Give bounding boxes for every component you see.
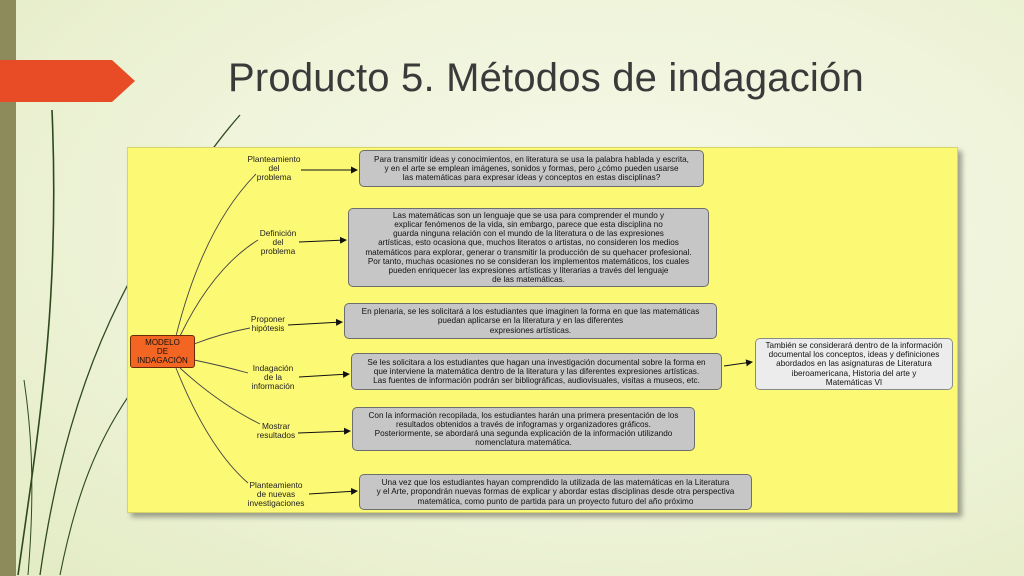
branch-label-hipotesis: Proponer hipótesis xyxy=(250,314,286,333)
branch-label-nuevas-investigaciones: Planteamiento de nuevas investigaciones xyxy=(247,480,305,508)
branch-box-indagacion: Se les solicitara a los estudiantes que … xyxy=(351,353,722,390)
slide-title: Producto 5. Métodos de indagación xyxy=(228,56,864,100)
extra-note-box: También se considerará dentro de la info… xyxy=(755,338,953,390)
branch-box-resultados: Con la información recopilada, los estud… xyxy=(352,407,695,451)
branch-box-definicion: Las matemáticas son un lenguaje que se u… xyxy=(348,208,709,287)
branch-label-definicion: Definición del problema xyxy=(259,228,297,256)
branch-box-hipotesis: En plenaria, se les solicitará a los est… xyxy=(344,303,717,339)
branch-label-resultados: Mostrar resultados xyxy=(256,421,296,440)
branch-box-planteamiento: Para transmitir ideas y conocimientos, e… xyxy=(359,150,704,187)
title-accent-arrow xyxy=(0,60,135,102)
branch-box-nuevas-investigaciones: Una vez que los estudiantes hayan compre… xyxy=(359,474,752,510)
root-node-modelo-de-indagacion: MODELO DE INDAGACIÓN xyxy=(130,335,195,368)
concept-map-panel: MODELO DE INDAGACIÓN Planteamiento del p… xyxy=(127,147,958,513)
branch-label-planteamiento: Planteamiento del problema xyxy=(247,154,301,182)
concept-map-connectors xyxy=(175,166,753,495)
branch-label-indagacion: Indagación de la información xyxy=(251,363,295,391)
left-decorative-bar xyxy=(0,0,16,576)
